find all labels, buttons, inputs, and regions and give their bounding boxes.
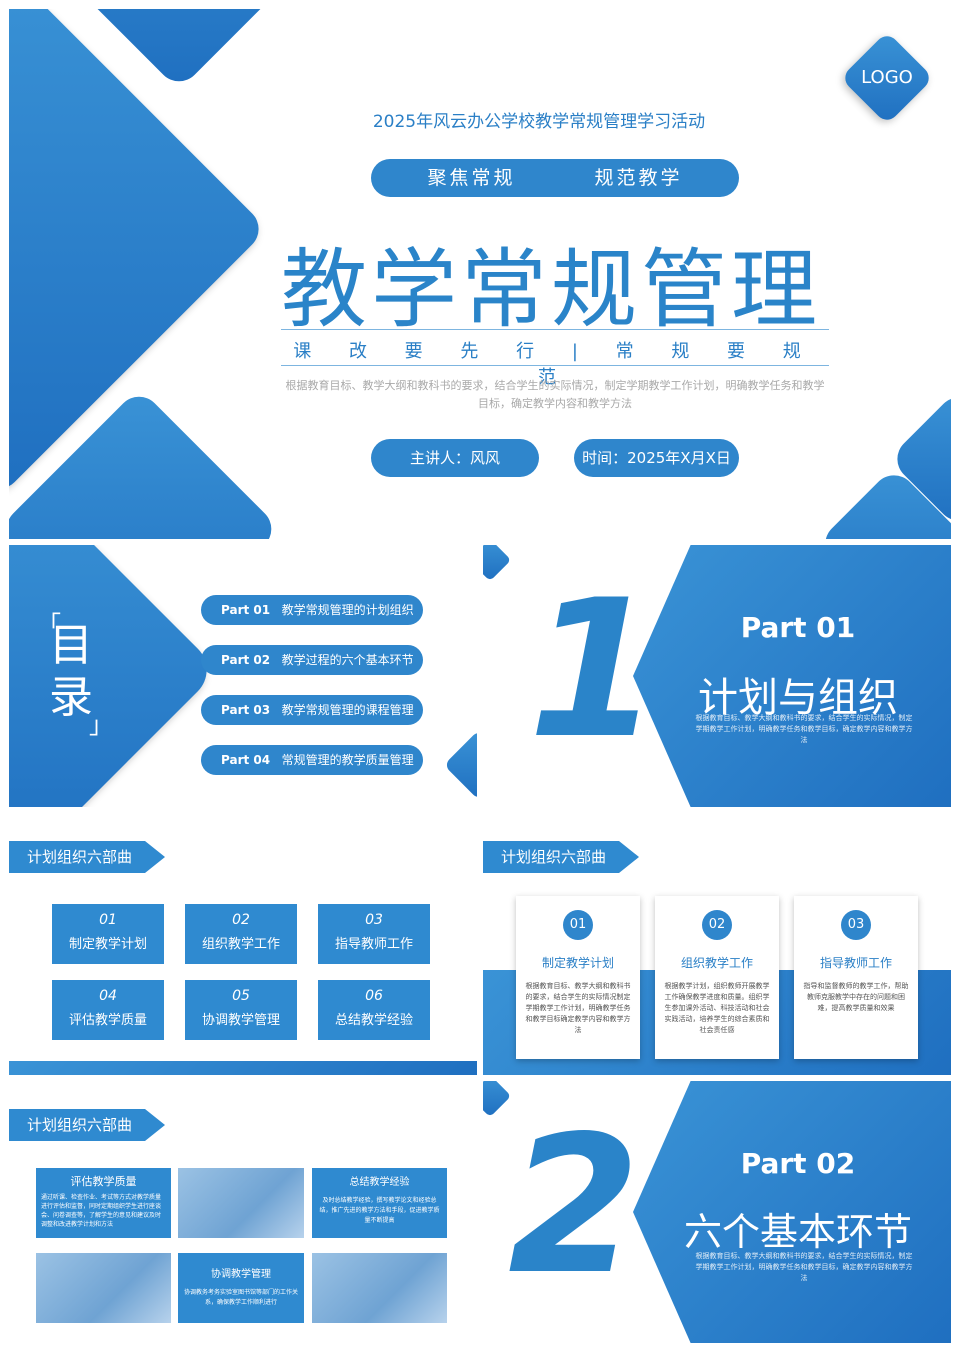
step-num-3: 03 — [365, 912, 383, 928]
cover-slide: LOGO 2025年风云办公学校教学常规管理学习活动 聚焦常规 规范教学 教学常… — [9, 9, 951, 539]
section2-part: Part 02 — [740, 1147, 856, 1180]
step-box-3[interactable]: 03 指导教师工作 — [318, 904, 430, 964]
toc-part-4: Part 04 — [221, 753, 271, 767]
teacher-photo — [36, 1253, 171, 1323]
section2-panel — [633, 1081, 951, 1343]
experience-title: 总结教学经验 — [349, 1177, 410, 1188]
toc-label-1: 教学常规管理的计划组织 — [281, 603, 414, 617]
six-steps-slide: 计划组织六部曲 01 制定教学计划 02 组织教学工作 03 指导教师工作 04… — [9, 813, 477, 1075]
section1-slide: 1 Part 01 计划与组织 根据教育目标、教学大纲和教科书的要求，结合学生的… — [483, 545, 951, 807]
photos-tag: 计划组织六部曲 — [9, 1109, 165, 1141]
step-label-5: 协调教学管理 — [201, 1013, 280, 1028]
slogan-left: 聚焦常规 — [427, 167, 516, 189]
step-box-6[interactable]: 06 总结教学经验 — [318, 980, 430, 1040]
card-num-2: 02 — [702, 910, 732, 940]
subtitle-line-bottom — [281, 365, 829, 366]
step-box-2[interactable]: 02 组织教学工作 — [185, 904, 297, 964]
section2-slide: 2 Part 02 六个基本环节 根据教育目标、教学大纲和教科书的要求，结合学生… — [483, 1081, 951, 1343]
experience-text: 及时总结教学经验，撰写教学论文和经验总结，推广先进的教学方法和手段，促进教学质量… — [319, 1197, 440, 1224]
step-label-1: 制定教学计划 — [68, 937, 147, 952]
toc-item-3[interactable]: Part 03 教学常规管理的课程管理 — [201, 695, 423, 725]
slogan-right: 规范教学 — [594, 167, 683, 189]
toc-item-4[interactable]: Part 04 常规管理的教学质量管理 — [201, 745, 423, 775]
section1-desc: 根据教育目标、教学大纲和教科书的要求，结合学生的实际情况，制定学期教学工作计划，… — [695, 714, 913, 744]
toc-label-2: 教学过程的六个基本环节 — [281, 653, 414, 667]
main-title: 教学常规管理 — [281, 240, 821, 340]
cards-slide: 计划组织六部曲 01 制定教学计划 根据教育目标、教学大纲和教科书的要求，结合学… — [483, 813, 951, 1075]
toc-part-3: Part 03 — [221, 703, 271, 717]
quality-box[interactable]: 评估教学质量 通过听课、检查作业、考试等方式对教学质量进行评估和监督，同时定期组… — [36, 1168, 171, 1238]
step-label-4: 评估教学质量 — [68, 1013, 147, 1028]
info-card-2[interactable]: 02 组织教学工作 根据教学计划，组织教师开展教学工作确保教学进度和质量。组织学… — [655, 896, 779, 1059]
presenter-pill: 主讲人：风风 — [371, 439, 539, 477]
section2-shape-small — [483, 1081, 512, 1118]
six-tag: 计划组织六部曲 — [9, 841, 165, 873]
toc-item-2[interactable]: Part 02 教学过程的六个基本环节 — [201, 645, 423, 675]
photos-slide: 计划组织六部曲 评估教学质量 通过听课、检查作业、考试等方式对教学质量进行评估和… — [9, 1081, 477, 1343]
logo-text: LOGO — [861, 67, 913, 88]
toc-part-2: Part 02 — [221, 653, 271, 667]
laptop-photo — [312, 1253, 447, 1323]
toc-title: 目录 — [49, 620, 93, 723]
card-title-3: 指导教师工作 — [819, 956, 892, 970]
section2-desc: 根据教育目标、教学大纲和教科书的要求，结合学生的实际情况，制定学期教学工作计划，… — [695, 1252, 913, 1282]
step-num-5: 05 — [232, 988, 250, 1004]
toc-slide: 「 目录 」 Part 01 教学常规管理的计划组织 Part 02 教学过程的… — [9, 545, 477, 807]
coordinate-title: 协调教学管理 — [211, 1269, 271, 1280]
students-photo — [178, 1168, 304, 1238]
coordinate-box[interactable]: 协调教学管理 协调教务考务实验室图书馆等部门的工作关系，确保教学工作顺利进行 — [178, 1253, 304, 1323]
section1-title: 计划与组织 — [698, 675, 898, 721]
cards-tag: 计划组织六部曲 — [483, 841, 639, 873]
step-box-5[interactable]: 05 协调教学管理 — [185, 980, 297, 1040]
info-card-3[interactable]: 03 指导教师工作 指导和监督教师的教学工作，帮助教师克服教学中存在的问题和困难… — [794, 896, 918, 1059]
step-box-4[interactable]: 04 评估教学质量 — [52, 980, 164, 1040]
card-num-3: 03 — [841, 910, 871, 940]
card-text-3: 指导和监督教师的教学工作，帮助教师克服教学中存在的问题和困难，提高教学质量和效果 — [803, 982, 909, 1012]
quality-title: 评估教学质量 — [70, 1175, 137, 1188]
step-num-1: 01 — [99, 912, 117, 928]
toc-part-1: Part 01 — [221, 603, 271, 617]
section1-shape-small — [483, 545, 512, 582]
section1-panel — [633, 545, 951, 807]
subtitle: 课 改 要 先 行 | 常 规 要 规 范 — [293, 341, 817, 388]
event-title: 2025年风云办公学校教学常规管理学习活动 — [372, 112, 706, 132]
step-num-2: 02 — [232, 912, 250, 928]
card-text-2: 根据教学计划，组织教师开展教学工作确保教学进度和质量。组织学生参加课外活动、科技… — [664, 982, 770, 1034]
section2-number: 2 — [508, 1095, 641, 1316]
step-label-6: 总结教学经验 — [334, 1013, 413, 1028]
time-pill: 时间：2025年X月X日 — [574, 439, 739, 477]
card-text-1: 根据教育目标、教学大纲和教科书的要求，结合学生的实际情况制定学期教学工作计划，明… — [525, 982, 631, 1034]
toc-item-1[interactable]: Part 01 教学常规管理的计划组织 — [201, 595, 423, 625]
subtitle-line-top — [281, 329, 829, 330]
step-box-1[interactable]: 01 制定教学计划 — [52, 904, 164, 964]
step-label-3: 指导教师工作 — [334, 937, 413, 952]
step-num-4: 04 — [99, 988, 117, 1004]
quality-text: 通过听课、检查作业、考试等方式对教学质量进行评估和监督，同时定期组织学生进行座谈… — [41, 1194, 162, 1228]
coordinate-text: 协调教务考务实验室图书馆等部门的工作关系，确保教学工作顺利进行 — [184, 1289, 299, 1306]
toc-shape-right — [443, 729, 477, 801]
section1-number: 1 — [528, 559, 661, 780]
six-bottom-bar — [9, 1061, 477, 1075]
toc-bracket-open: 「 — [37, 611, 61, 639]
card-num-1: 01 — [563, 910, 593, 940]
info-card-1[interactable]: 01 制定教学计划 根据教育目标、教学大纲和教科书的要求，结合学生的实际情况制定… — [516, 896, 640, 1059]
experience-box[interactable]: 总结教学经验 及时总结教学经验，撰写教学论文和经验总结，推广先进的教学方法和手段… — [312, 1168, 447, 1238]
toc-label-4: 常规管理的教学质量管理 — [281, 753, 414, 767]
step-num-6: 06 — [365, 988, 383, 1004]
toc-shape-left — [9, 545, 220, 807]
card-title-2: 组织教学工作 — [680, 956, 753, 970]
card-title-1: 制定教学计划 — [541, 956, 614, 970]
step-label-2: 组织教学工作 — [201, 937, 280, 952]
slogan-pill: 聚焦常规 规范教学 — [371, 159, 739, 197]
section2-title: 六个基本环节 — [683, 1210, 912, 1254]
toc-label-3: 教学常规管理的课程管理 — [281, 703, 414, 717]
cover-description: 根据教育目标、教学大纲和教科书的要求，结合学生的实际情况，制定学期教学工作计划，… — [285, 379, 825, 410]
toc-bracket-close: 」 — [89, 711, 113, 739]
section1-part: Part 01 — [740, 611, 856, 644]
